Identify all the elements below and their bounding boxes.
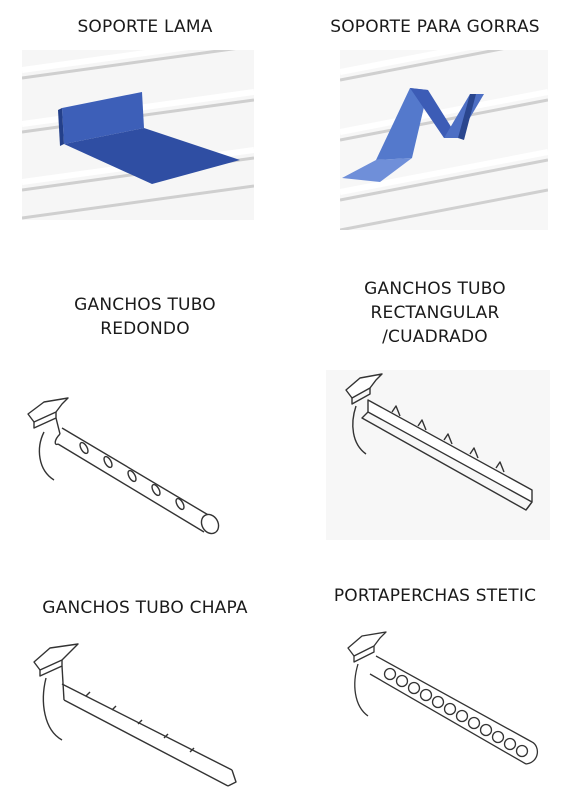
- slatwall-shelf-bracket-icon: [22, 50, 254, 220]
- product-title: GANCHOS TUBO RECTANGULAR /CUADRADO: [364, 279, 506, 347]
- rectangular-tube-hook-icon: [326, 370, 550, 540]
- round-tube-hook-icon: [10, 388, 240, 558]
- product-card: GANCHOS TUBO REDONDO: [0, 270, 290, 550]
- product-card: SOPORTE LAMA: [0, 0, 290, 240]
- product-title: GANCHOS TUBO REDONDO: [74, 295, 216, 339]
- product-card: PORTAPERCHAS STETIC: [290, 570, 579, 796]
- product-title: PORTAPERCHAS STETIC: [333, 586, 537, 606]
- sheet-metal-hook-icon: [26, 640, 242, 796]
- product-card: GANCHOS TUBO RECTANGULAR /CUADRADO: [290, 270, 579, 550]
- hanger-holder-icon: [340, 626, 550, 776]
- cap-holder-icon: [340, 50, 548, 230]
- product-title: SOPORTE PARA GORRAS: [330, 17, 540, 37]
- product-title: GANCHOS TUBO CHAPA: [42, 598, 248, 618]
- product-card: GANCHOS TUBO CHAPA: [0, 570, 290, 796]
- product-card: SOPORTE PARA GORRAS: [290, 0, 579, 240]
- product-title: SOPORTE LAMA: [77, 17, 213, 37]
